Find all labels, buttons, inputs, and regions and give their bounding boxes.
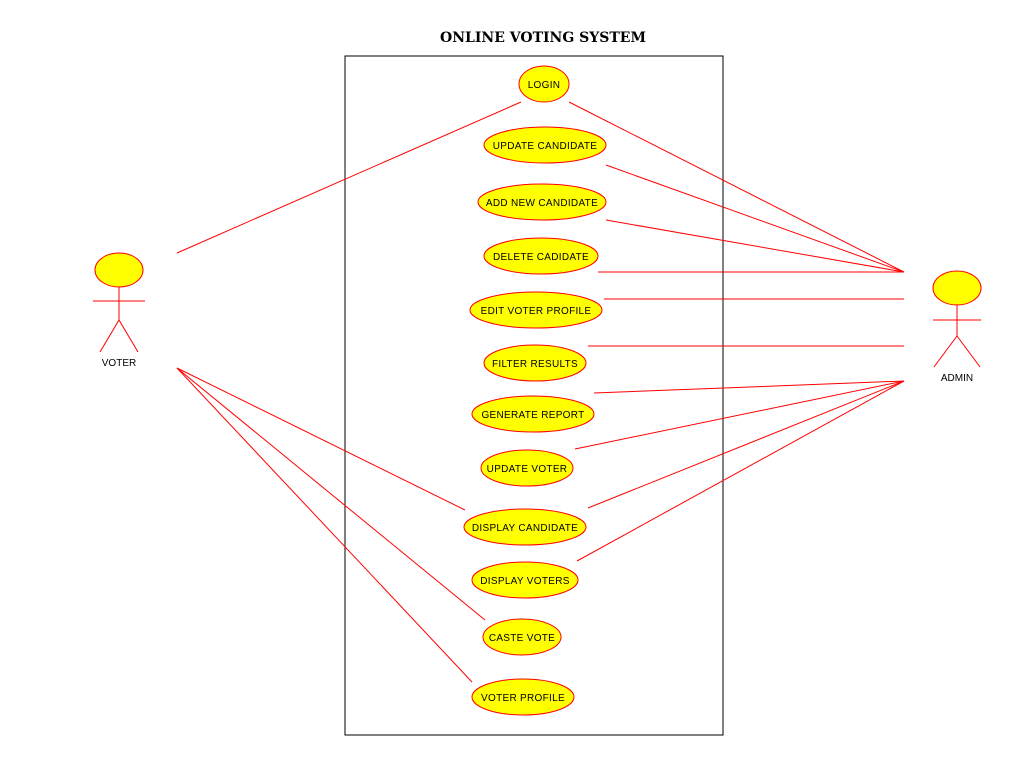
association-admin-add-new-candidate (605, 219, 905, 273)
use-case-display-candidate: DISPLAY CANDIDATE (463, 508, 587, 546)
use-case-ellipse (483, 126, 607, 164)
use-case-ellipse (471, 678, 575, 716)
use-case-login: LOGIN (518, 65, 570, 103)
actor-left-leg (933, 335, 958, 368)
association-voter-display-candidate (176, 367, 466, 511)
use-case-ellipse (471, 395, 595, 433)
use-case-update-candidate: UPDATE CANDIDATE (483, 126, 607, 164)
use-case-edit-voter-profile: EDIT VOTER PROFILE (469, 291, 603, 329)
use-case-label: DISPLAY VOTERS (480, 576, 569, 587)
use-case-ellipse (482, 618, 562, 656)
use-case-display-voters: DISPLAY VOTERS (471, 561, 579, 599)
use-case-label: CASTE VOTE (489, 633, 555, 644)
use-case-ellipse (483, 344, 587, 382)
association-voter-caste-vote (176, 367, 486, 621)
use-case-ellipse (483, 237, 599, 275)
actor-admin: ADMIN (932, 270, 982, 384)
use-case-label: DISPLAY CANDIDATE (472, 523, 578, 534)
actors: VOTER ADMIN (93, 252, 982, 384)
use-case-label: UPDATE CANDIDATE (493, 141, 597, 152)
use-case-label: DELETE CADIDATE (493, 252, 589, 263)
use-case-label: UPDATE VOTER (487, 464, 568, 475)
actor-right-leg (956, 335, 981, 368)
use-case-voter-profile: VOTER PROFILE (471, 678, 575, 716)
actor-right-leg (118, 319, 139, 353)
association-voter-login (176, 101, 522, 254)
association-admin-login (568, 101, 905, 273)
association-admin-display-voters (576, 380, 905, 562)
use-case-update-voter: UPDATE VOTER (480, 449, 574, 487)
use-case-ellipse (463, 508, 587, 546)
diagram-title: ONLINE VOTING SYSTEM (440, 30, 646, 46)
use-case-ellipse (471, 561, 579, 599)
use-cases: LOGIN UPDATE CANDIDATE ADD NEW CANDIDATE DE… (463, 65, 607, 716)
use-case-label: VOTER PROFILE (481, 693, 565, 704)
use-case-filter-results: FILTER RESULTS (483, 344, 587, 382)
use-case-label: EDIT VOTER PROFILE (481, 306, 592, 317)
use-case-ellipse (477, 183, 607, 221)
actor-voter: VOTER (93, 252, 145, 369)
actor-head (94, 252, 144, 288)
use-case-ellipse (469, 291, 603, 329)
system-boundary (344, 55, 724, 736)
use-case-delete-cadidate: DELETE CADIDATE (483, 237, 599, 275)
use-case-add-new-candidate: ADD NEW CANDIDATE (477, 183, 607, 221)
actor-left-leg (99, 319, 120, 353)
use-case-label: ADD NEW CANDIDATE (486, 198, 598, 209)
association-admin-display-candidate (587, 380, 905, 509)
associations (176, 101, 905, 683)
actor-label: ADMIN (941, 373, 973, 384)
association-admin-update-candidate (605, 164, 905, 273)
use-case-ellipse (518, 65, 570, 103)
association-voter-voter-profile (176, 367, 473, 683)
actor-label: VOTER (102, 358, 136, 369)
use-case-caste-vote: CASTE VOTE (482, 618, 562, 656)
association-admin-generate-report (593, 380, 905, 394)
use-case-label: LOGIN (528, 80, 561, 91)
use-case-generate-report: GENERATE REPORT (471, 395, 595, 433)
use-case-label: FILTER RESULTS (492, 359, 578, 370)
use-case-label: GENERATE REPORT (481, 410, 584, 421)
use-case-ellipse (480, 449, 574, 487)
association-admin-update-voter (574, 380, 905, 450)
actor-head (932, 270, 982, 306)
